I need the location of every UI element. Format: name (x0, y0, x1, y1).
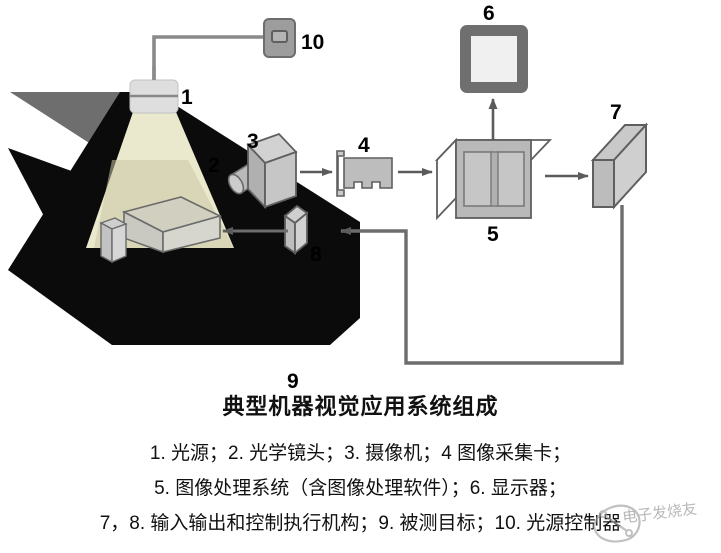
actuator7-front-face (592, 159, 615, 208)
feedback-wire-actuator7-to-actuator8 (340, 205, 624, 365)
cable-light-to-controller (152, 35, 265, 80)
light-controller-10 (263, 18, 296, 58)
lens-front-face (227, 173, 245, 195)
display-6 (460, 25, 528, 93)
display-screen (471, 36, 517, 82)
label-7: 7 (610, 101, 622, 124)
actuator-8 (283, 204, 309, 255)
legend-line-3: 7，8. 输入输出和控制执行机构；9. 被测目标；10. 光源控制器 (99, 513, 622, 534)
frame-grabber-bracket (336, 150, 345, 197)
target-object-9 (121, 196, 223, 254)
actuator-slab-right (111, 223, 127, 264)
light-controller-display (271, 30, 288, 43)
camera-right-face (264, 150, 297, 209)
actuator-slab-left-scene (99, 217, 128, 264)
computer-left-face (436, 137, 457, 221)
label-2: 2 (208, 154, 220, 177)
target-right-face (162, 214, 221, 254)
label-5: 5 (487, 223, 499, 246)
label-8: 8 (310, 243, 322, 266)
computer-center-divider (490, 151, 499, 207)
figure-title: 典型机器视觉应用系统组成 (222, 394, 499, 419)
legend-line-1: 1. 光源；2. 光学镜头；3. 摄像机；4 图像采集卡； (149, 443, 572, 464)
computer-drive-bay-left (463, 151, 493, 207)
label-6: 6 (483, 2, 495, 25)
computer-drive-bay-right (496, 151, 525, 207)
camera-3 (246, 132, 298, 210)
label-10: 10 (301, 31, 324, 54)
figure-caption: 典型机器视觉应用系统组成 1. 光源；2. 光学镜头；3. 摄像机；4 图像采集… (0, 392, 721, 541)
label-9: 9 (287, 370, 299, 393)
label-1: 1 (181, 86, 193, 109)
actuator-slab-front (100, 221, 113, 264)
actuator8-front-face (284, 214, 296, 255)
actuator8-right-face (294, 211, 308, 255)
actuator-7 (590, 122, 649, 210)
legend-line-2: 5. 图像处理系统（含图像处理软件）；6. 显示器； (154, 478, 567, 499)
image-processing-system-5 (434, 137, 553, 221)
label-4: 4 (358, 134, 370, 157)
frame-grabber-board (343, 157, 393, 189)
frame-grabber-4 (336, 150, 393, 197)
label-3: 3 (247, 130, 259, 153)
actuator7-right-face (613, 122, 647, 210)
